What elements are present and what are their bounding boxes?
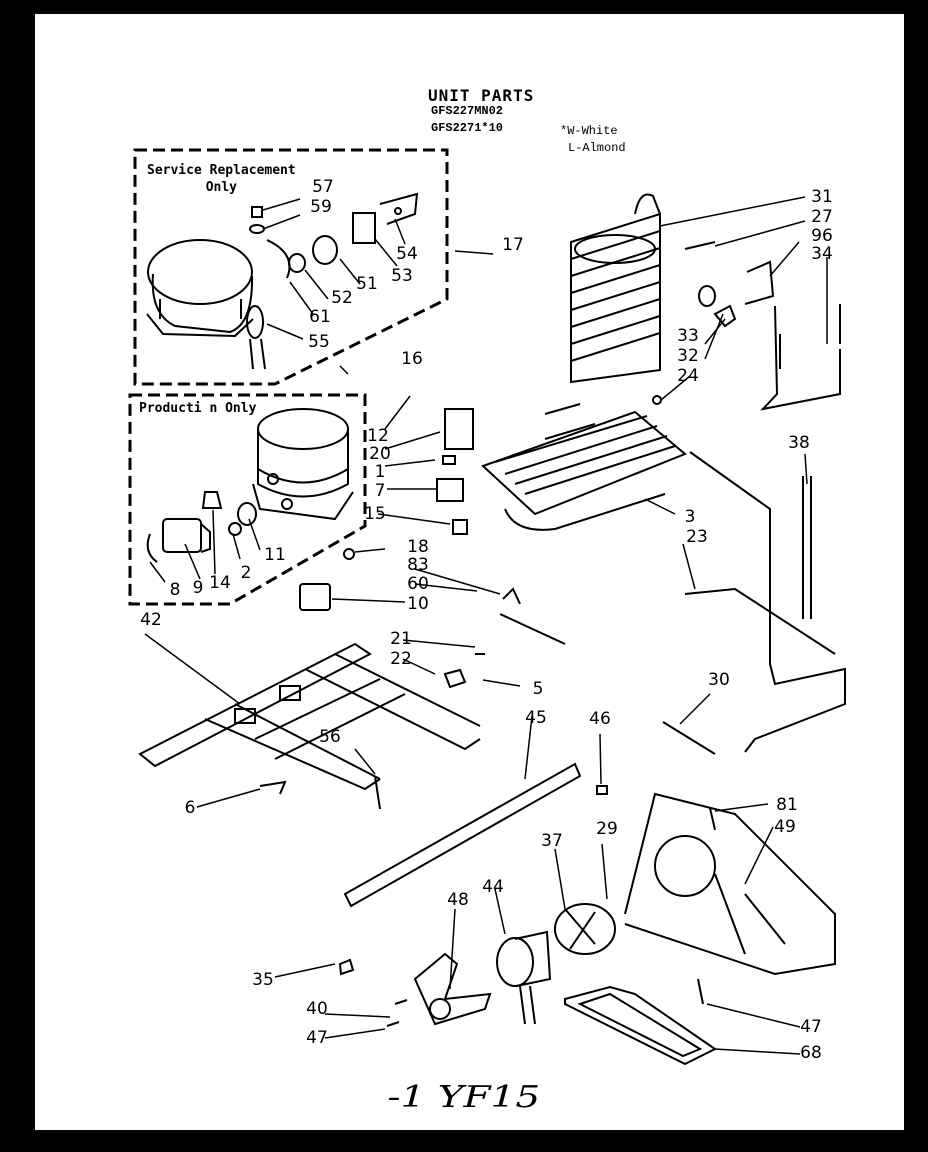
callout-22: 22	[390, 649, 412, 669]
service-compressor-drawing	[146, 239, 266, 370]
callout-42: 42	[140, 610, 162, 630]
callout-5: 5	[532, 679, 544, 699]
callout-27: 27	[811, 207, 833, 227]
parts-sheet: UNIT PARTS GFS227MN02 GFS2271*10 *W-Whit…	[35, 14, 904, 1130]
misc-small-parts	[259, 587, 716, 1027]
callout-7: 7	[374, 481, 386, 501]
service-small-parts	[249, 192, 419, 279]
callout-40: 40	[306, 999, 328, 1019]
callout-55: 55	[308, 332, 330, 352]
evaporator-coil-drawing	[481, 403, 687, 531]
callout-54: 54	[396, 244, 418, 264]
callout-96: 96	[811, 226, 833, 246]
callout-15: 15	[364, 504, 386, 524]
callout-2: 2	[240, 563, 252, 583]
fan-shroud-drawing	[624, 792, 836, 976]
callout-52: 52	[331, 288, 353, 308]
callout-1: 1	[374, 462, 386, 482]
callout-57: 57	[312, 177, 334, 197]
callout-35: 35	[252, 970, 274, 990]
color-code-almond: L-Almond	[568, 141, 626, 155]
callout-33: 33	[677, 326, 699, 346]
callout-29: 29	[596, 819, 618, 839]
service-replacement-label: Service Replacement Only	[147, 163, 296, 195]
production-only-label: Producti n Only	[139, 401, 257, 416]
service-replacement-box	[133, 148, 449, 386]
callout-49: 49	[774, 817, 796, 837]
handwritten-note: -1 YF15	[387, 1080, 541, 1115]
callout-37: 37	[541, 831, 563, 851]
callout-60: 60	[407, 574, 429, 594]
callout-32: 32	[677, 346, 699, 366]
callout-31: 31	[811, 187, 833, 207]
callout-11: 11	[264, 545, 286, 565]
callout-47a: 47	[306, 1028, 328, 1048]
model-number-1: GFS227MN02	[431, 104, 504, 118]
motor-bracket-drawing	[413, 952, 492, 1026]
bracket-drawing	[343, 762, 582, 908]
color-code-white: *W-White	[560, 124, 618, 138]
callout-68: 68	[800, 1043, 822, 1063]
exploded-parts-drawing	[128, 148, 846, 1066]
callout-30: 30	[708, 670, 730, 690]
tubing-drawing	[662, 451, 846, 755]
callout-56: 56	[319, 727, 341, 747]
drain-tray-drawing	[564, 985, 717, 1066]
model-number-2: GFS2271*10	[431, 121, 504, 135]
callout-53: 53	[391, 266, 413, 286]
callout-47b: 47	[800, 1017, 822, 1037]
callout-51: 51	[356, 274, 378, 294]
callout-6: 6	[184, 798, 196, 818]
callout-9: 9	[192, 578, 204, 598]
production-only-box	[128, 393, 367, 606]
callout-24: 24	[677, 366, 699, 386]
callout-12: 12	[367, 426, 389, 446]
callout-17: 17	[502, 235, 524, 255]
callout-8: 8	[169, 580, 181, 600]
callout-38: 38	[788, 433, 810, 453]
frame-drawing	[138, 642, 481, 791]
callout-46: 46	[589, 709, 611, 729]
callout-59: 59	[310, 197, 332, 217]
callout-14: 14	[209, 573, 231, 593]
callout-45: 45	[525, 708, 547, 728]
callout-21: 21	[390, 629, 412, 649]
condenser-coil-drawing	[570, 193, 661, 384]
production-small-parts	[146, 408, 474, 611]
callout-34: 34	[811, 244, 833, 264]
callout-10: 10	[407, 594, 429, 614]
callout-20: 20	[369, 444, 391, 464]
callout-44: 44	[482, 877, 504, 897]
callout-16: 16	[401, 349, 423, 369]
fan-motor-drawing	[496, 903, 616, 1025]
callout-81: 81	[776, 795, 798, 815]
callout-23: 23	[686, 527, 708, 547]
production-compressor-drawing	[252, 408, 354, 521]
callout-61: 61	[309, 307, 331, 327]
callout-48: 48	[447, 890, 469, 910]
callout-18: 18	[407, 537, 429, 557]
leader-lines	[144, 196, 828, 1055]
page-title: UNIT PARTS	[428, 86, 535, 105]
callout-3: 3	[684, 507, 696, 527]
callout-83: 83	[407, 555, 429, 575]
